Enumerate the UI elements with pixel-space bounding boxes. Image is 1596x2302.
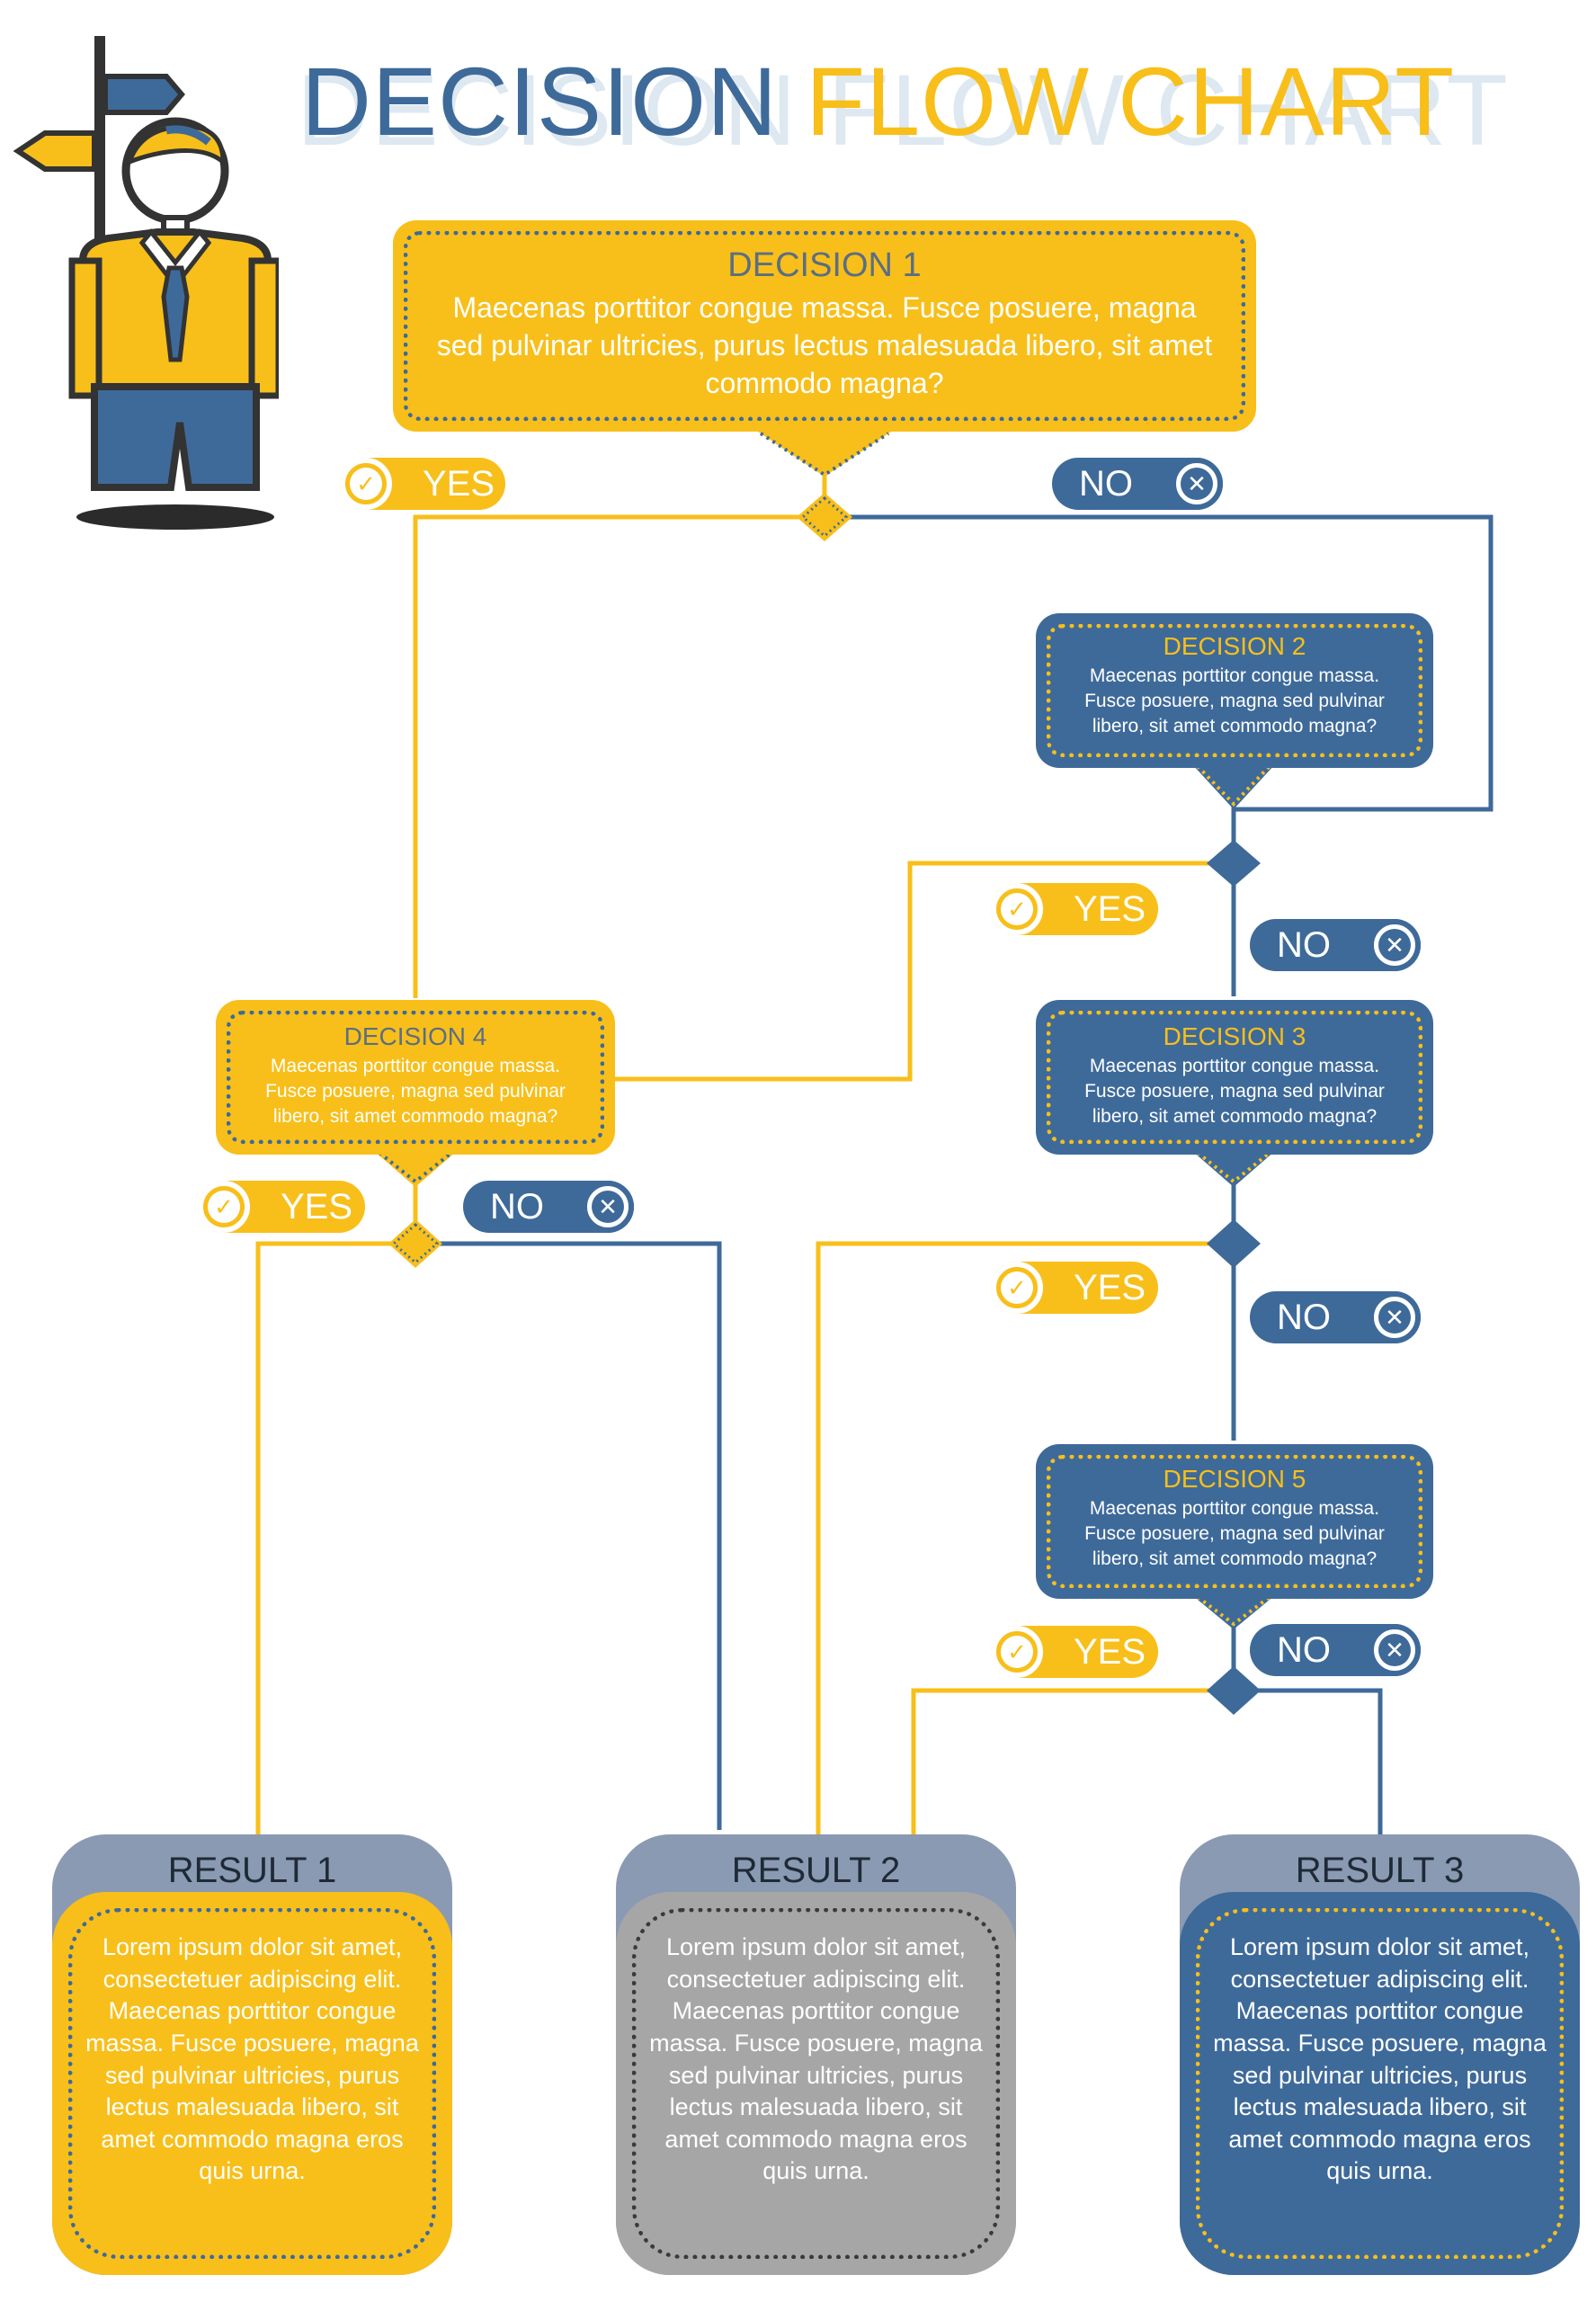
- pointer-decision-4: [374, 1151, 457, 1187]
- result-3-text: Lorem ipsum dolor sit amet, consectetuer…: [1213, 1933, 1547, 2185]
- title-part-2: FLOW CHART: [806, 47, 1456, 156]
- person-with-signpost-icon: [13, 36, 279, 530]
- decision-5-title: DECISION 5: [1163, 1465, 1306, 1493]
- decision-2-no-label: NO ✕: [1250, 919, 1421, 971]
- decision-1-box: DECISION 1 Maecenas porttitor congue mas…: [393, 220, 1256, 432]
- diamond-d3: [1207, 1219, 1261, 1268]
- result-1-text: Lorem ipsum dolor sit amet, consectetuer…: [85, 1933, 419, 2185]
- title-part-1: DECISION: [301, 47, 779, 156]
- connector-d1-no: [849, 514, 1493, 845]
- connector-d2-yes: [611, 861, 1210, 1082]
- result-2-title: RESULT 2: [731, 1851, 901, 1890]
- decision-2-title: DECISION 2: [1163, 632, 1306, 660]
- decision-1-text: Maecenas porttitor congue massa. Fusce p…: [436, 291, 1213, 399]
- decision-1-yes-label: ✓ YES: [340, 458, 505, 510]
- decision-3-yes-label: ✓ YES: [991, 1262, 1158, 1314]
- decision-5-yes-label: ✓ YES: [991, 1626, 1158, 1678]
- close-icon: ✕: [1171, 458, 1223, 510]
- diamond-d2: [1207, 840, 1261, 887]
- result-3-card: RESULT 3 Lorem ipsum dolor sit amet, con…: [1180, 1834, 1580, 2275]
- connector-d5-no: [1257, 1688, 1383, 1834]
- connector-d5-yes: [911, 1688, 1210, 1834]
- check-icon: ✓: [991, 1626, 1043, 1678]
- result-1-card: RESULT 1 Lorem ipsum dolor sit amet, con…: [52, 1834, 452, 2275]
- decision-3-box: DECISION 3 Maecenas porttitor congue mas…: [1036, 1000, 1433, 1155]
- decision-2-text: Maecenas porttitor congue massa. Fusce p…: [1084, 665, 1385, 736]
- check-icon: ✓: [991, 883, 1043, 935]
- check-icon: ✓: [198, 1181, 250, 1233]
- connector-d3-yes: [816, 1241, 1210, 1834]
- connector-d4-yes: [255, 1241, 392, 1834]
- page-title: DECISION FLOW CHART: [301, 43, 1506, 160]
- decision-5-text: Maecenas porttitor congue massa. Fusce p…: [1084, 1498, 1385, 1569]
- close-icon: ✕: [582, 1181, 634, 1233]
- result-2-text: Lorem ipsum dolor sit amet, consectetuer…: [649, 1933, 983, 2185]
- check-icon: ✓: [340, 458, 392, 510]
- decision-1-title: DECISION 1: [727, 246, 922, 284]
- result-2-card: RESULT 2 Lorem ipsum dolor sit amet, con…: [616, 1834, 1016, 2275]
- decision-4-box: DECISION 4 Maecenas porttitor congue mas…: [216, 1000, 615, 1155]
- pointer-decision-3: [1192, 1151, 1275, 1187]
- decision-3-no-label: NO ✕: [1250, 1291, 1421, 1343]
- diamond-d5: [1207, 1666, 1261, 1715]
- decision-4-yes-label: ✓ YES: [198, 1181, 365, 1233]
- decision-4-text: Maecenas porttitor congue massa. Fusce p…: [265, 1056, 566, 1127]
- diamond-d1: [797, 493, 852, 541]
- close-icon: ✕: [1369, 1624, 1421, 1676]
- decision-3-text: Maecenas porttitor congue massa. Fusce p…: [1084, 1056, 1385, 1127]
- title-shadow: DECISION FLOW CHART: [297, 54, 1510, 166]
- diamond-d4: [388, 1219, 442, 1268]
- decision-5-box: DECISION 5 Maecenas porttitor congue mas…: [1036, 1444, 1433, 1599]
- decision-2-box: DECISION 2 Maecenas porttitor congue mas…: [1036, 613, 1433, 768]
- pointer-decision-1: [755, 430, 894, 477]
- decision-4-title: DECISION 4: [343, 1022, 487, 1050]
- check-icon: ✓: [991, 1262, 1043, 1314]
- result-3-title: RESULT 3: [1295, 1851, 1465, 1890]
- decision-1-no-label: NO ✕: [1052, 458, 1223, 510]
- result-1-title: RESULT 1: [167, 1851, 337, 1890]
- pointer-decision-5: [1192, 1595, 1275, 1629]
- connector-d4-no: [435, 1241, 722, 1830]
- decision-3-title: DECISION 3: [1163, 1022, 1306, 1050]
- decision-5-no-label: NO ✕: [1250, 1624, 1421, 1676]
- connector-d1-yes: [413, 514, 806, 998]
- decision-2-yes-label: ✓ YES: [991, 883, 1158, 935]
- close-icon: ✕: [1369, 1291, 1421, 1343]
- decision-4-no-label: NO ✕: [463, 1181, 634, 1233]
- pointer-decision-2: [1192, 764, 1275, 809]
- close-icon: ✕: [1369, 919, 1421, 971]
